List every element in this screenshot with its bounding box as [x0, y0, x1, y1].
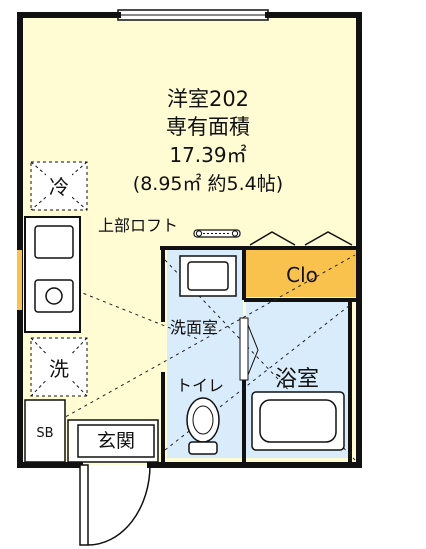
closet-label: Clo	[286, 263, 318, 287]
toilet-icon	[186, 397, 220, 455]
toilet-label: トイレ	[176, 376, 224, 395]
washroom-partition	[239, 317, 249, 381]
entrance-door	[79, 464, 151, 546]
kitchen-side-wall	[17, 250, 22, 310]
loft-dashed-lines	[24, 254, 356, 461]
fridge-space	[30, 161, 88, 211]
door-arc-2	[304, 231, 353, 246]
bathtub-icon	[251, 391, 345, 451]
shoe-box	[24, 399, 66, 463]
area-label: 専有面積	[166, 115, 250, 139]
washer-label: 洗	[49, 357, 69, 381]
closet-floor	[246, 249, 358, 297]
basin-icon	[179, 255, 237, 297]
kitchen	[24, 216, 81, 333]
entrance-label: 玄関	[97, 430, 135, 452]
interior-walls	[160, 246, 359, 465]
loft-ladder-icon	[193, 229, 241, 238]
door-arc-1	[249, 231, 296, 246]
entrance-label-box	[77, 424, 155, 458]
sink-icon	[34, 225, 74, 259]
area-detail: (8.95㎡ 約5.4帖)	[133, 172, 283, 195]
area-value: 17.39㎡	[169, 143, 246, 167]
bathroom-label: 浴室	[275, 367, 319, 392]
washer-space	[30, 337, 88, 397]
shoe-box-label: SB	[36, 426, 53, 441]
stove-icon	[34, 279, 74, 313]
room-name: 洋室202	[167, 87, 249, 111]
outer-walls	[17, 12, 362, 468]
loft-label: 上部ロフト	[98, 216, 178, 235]
fridge-label: 冷	[49, 175, 69, 199]
washroom-label: 洗面室	[170, 318, 218, 337]
